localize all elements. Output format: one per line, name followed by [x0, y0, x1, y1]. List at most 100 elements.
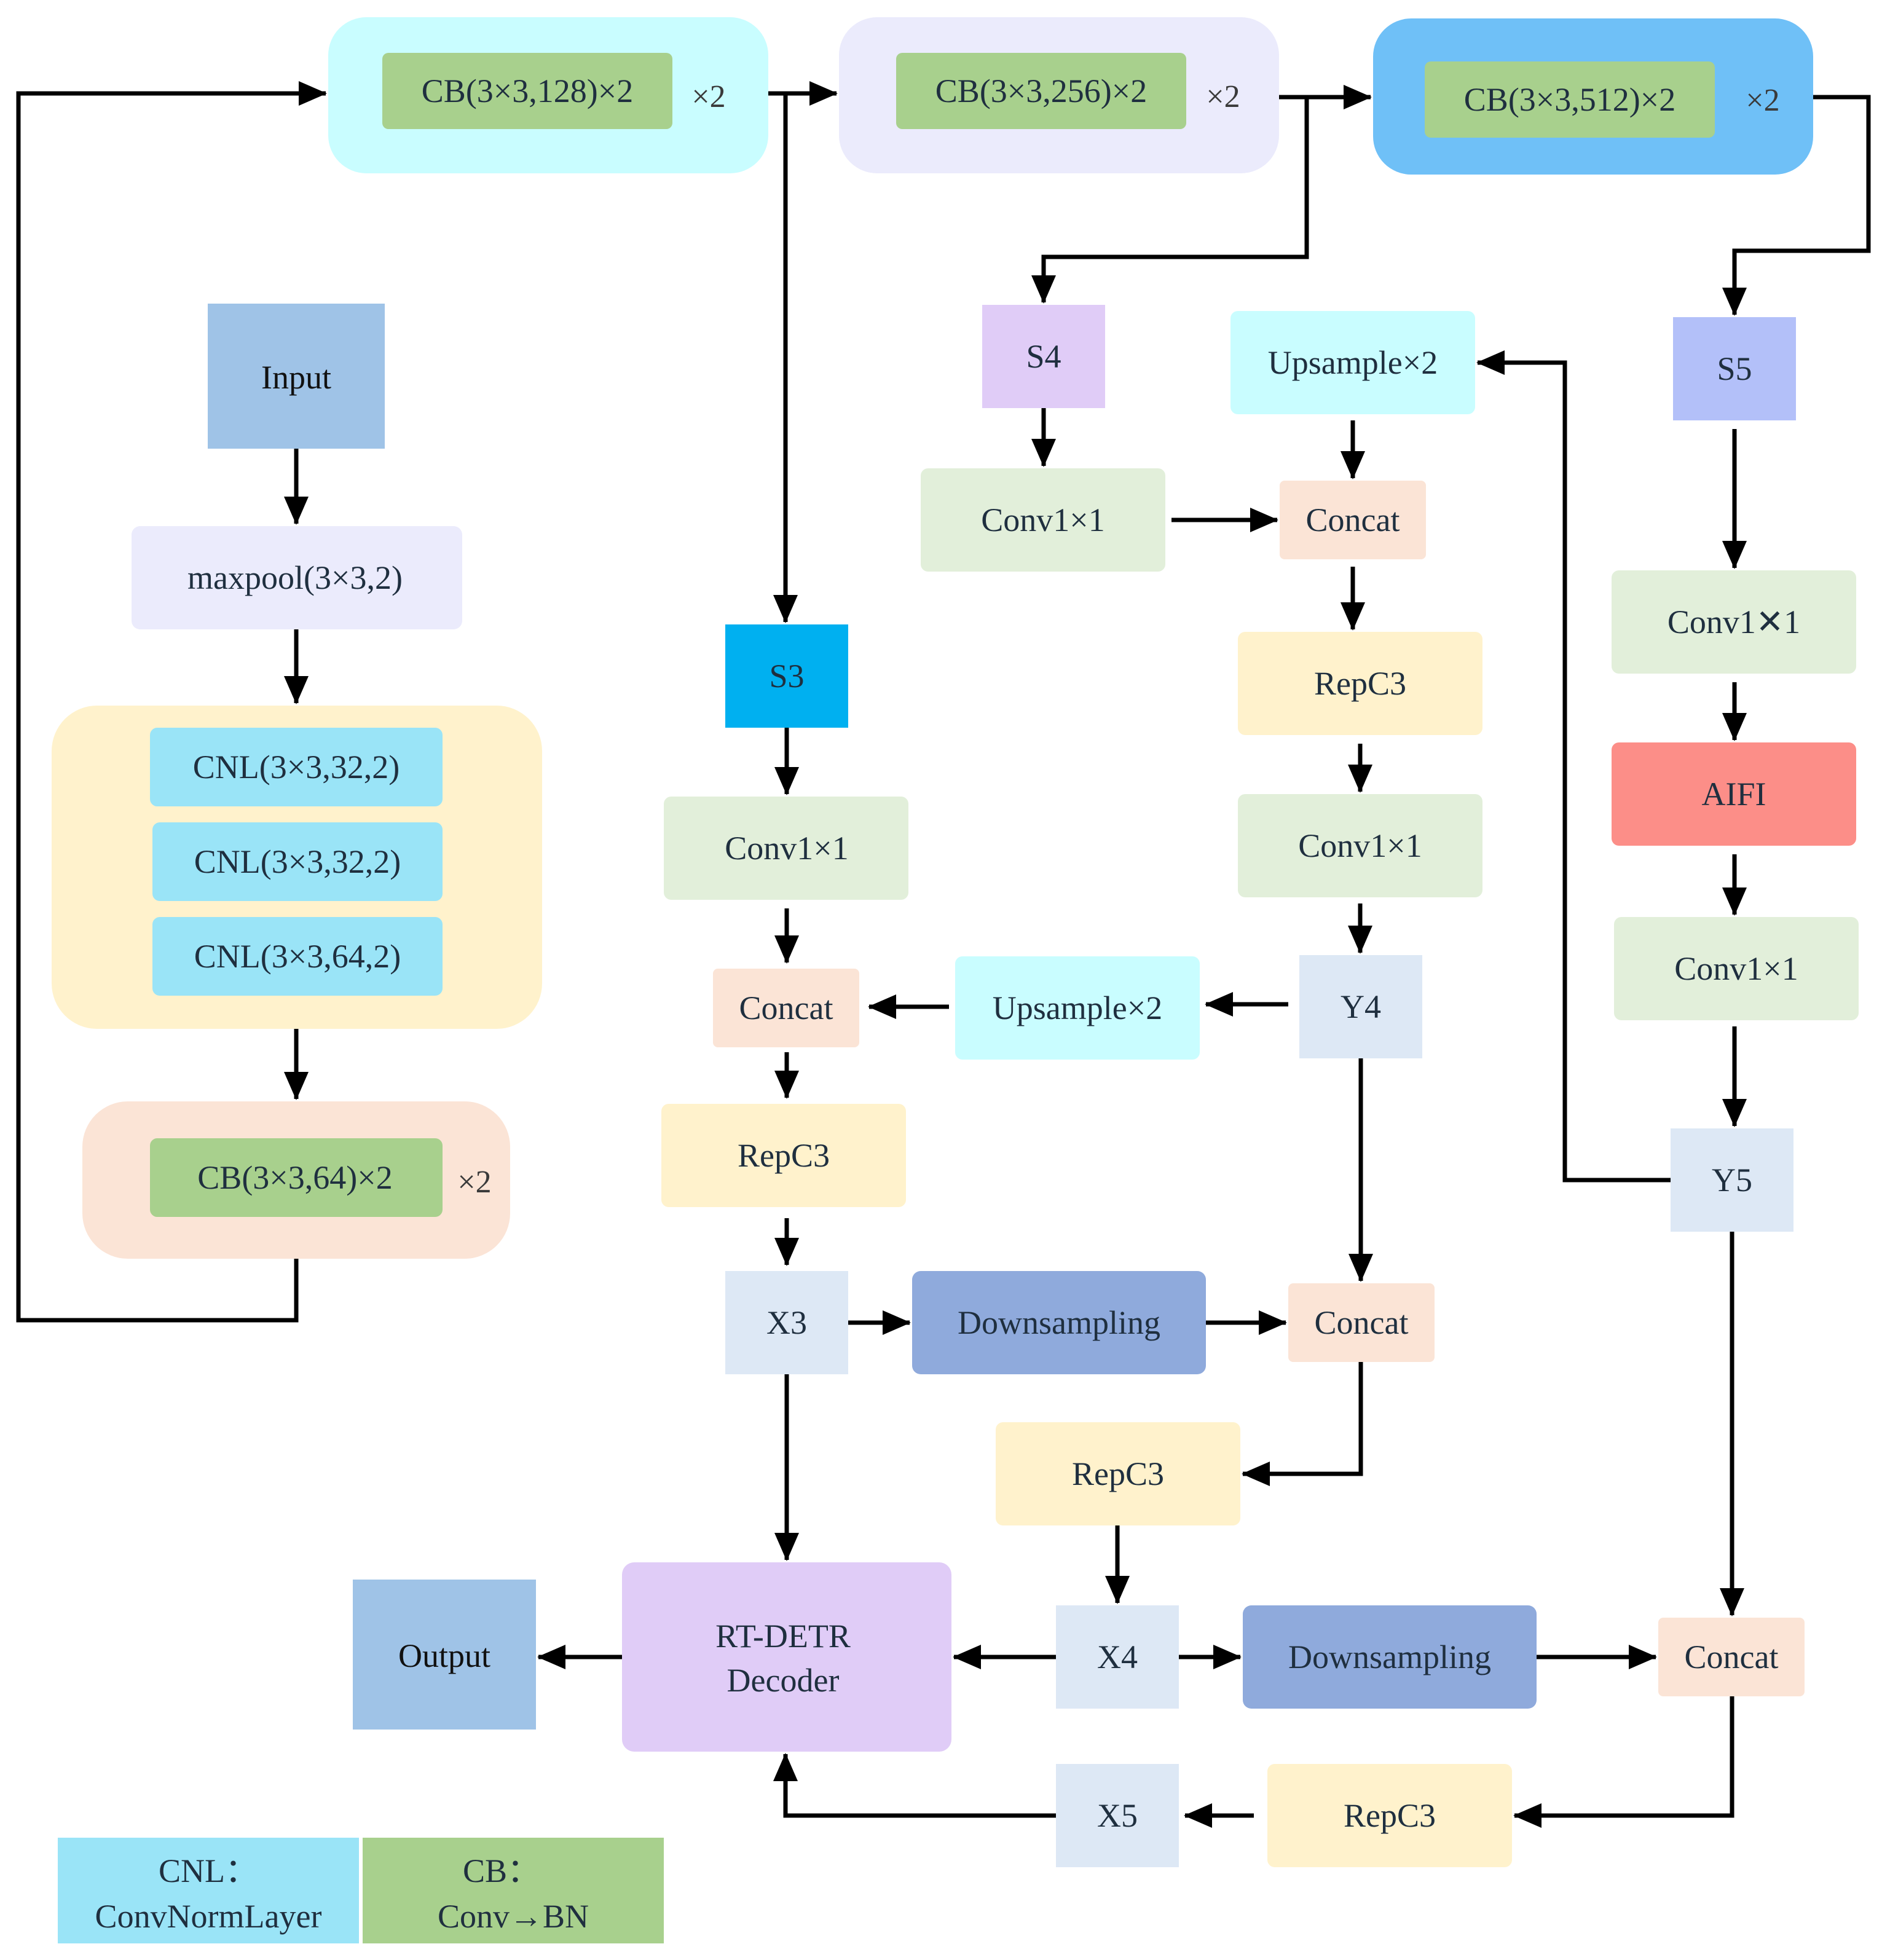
arrow-x5-to-decoder [773, 1753, 1056, 1818]
backbone-stage-256: CB(3×3,256)×2 ×2 [839, 17, 1279, 173]
cnl-3-label: CNL(3×3,64,2) [194, 938, 401, 975]
aifi-node: AIFI [1612, 742, 1856, 846]
cb-512-label: CB(3×3,512)×2 [1464, 81, 1675, 118]
s3-conv-label: Conv1×1 [725, 830, 848, 867]
concat-top-node: Concat [1280, 481, 1426, 559]
y5-label: Y5 [1712, 1162, 1752, 1198]
concat-right-label: Concat [1685, 1639, 1779, 1675]
backbone-stage-64: CB(3×3,64)×2 ×2 [82, 1101, 510, 1259]
cb-64-block [150, 1138, 443, 1217]
cb-256-block [896, 53, 1186, 129]
cb-64-label: CB(3×3,64)×2 [197, 1159, 392, 1196]
arrow-stage512-to-s5 [1722, 95, 1871, 316]
aifi-conv-node: Conv1×1 [1614, 917, 1859, 1020]
cnl-block-3 [152, 917, 443, 996]
repc3-top-node: RepC3 [1238, 632, 1482, 735]
legend: CNL： ConvNormLayer CB： Conv→BN [58, 1838, 664, 1943]
maxpool-label: maxpool(3×3,2) [187, 559, 403, 596]
cb-128-block [382, 53, 672, 129]
input-node: Input [208, 304, 385, 449]
legend-cnl-swatch [58, 1838, 359, 1943]
concat-mid-node: Concat [1288, 1283, 1435, 1362]
repc3-mid-node: RepC3 [996, 1422, 1240, 1525]
concat-mid-label: Concat [1315, 1304, 1409, 1341]
output-node: Output [353, 1580, 536, 1730]
legend-cnl-definition: ConvNormLayer [95, 1898, 322, 1935]
arrow-stage64-to-stage128 [16, 81, 327, 1323]
decoder-label-line-2: Decoder [727, 1662, 840, 1699]
s4-conv-label: Conv1×1 [981, 502, 1104, 538]
aifi-conv-label: Conv1×1 [1674, 950, 1798, 987]
repc3-bottom-label: RepC3 [1344, 1797, 1436, 1834]
aifi-label: AIFI [1702, 776, 1766, 813]
repc3-bottom-node: RepC3 [1267, 1764, 1512, 1867]
concat-right-node: Concat [1658, 1618, 1805, 1696]
repc3-left-label: RepC3 [738, 1137, 830, 1174]
s3-conv-node: Conv1×1 [664, 797, 908, 900]
s5-conv-label: Conv1✕1 [1667, 604, 1800, 640]
x3-label: X3 [766, 1304, 807, 1341]
concat-left-node: Concat [713, 969, 859, 1047]
x3-node: X3 [725, 1271, 848, 1374]
s4-node: S4 [982, 305, 1105, 408]
y4-node: Y4 [1299, 955, 1422, 1058]
cb-512-block [1425, 61, 1715, 138]
downsampling-2-label: Downsampling [1288, 1639, 1491, 1675]
decoder-label-line-1: RT-DETR [715, 1618, 851, 1655]
x5-node: X5 [1056, 1764, 1179, 1867]
stage-64-repeat-label: ×2 [457, 1165, 491, 1200]
repc3-mid-label: RepC3 [1072, 1455, 1164, 1492]
s5-conv-node: Conv1✕1 [1612, 570, 1856, 674]
legend-cb-swatch [363, 1838, 664, 1943]
upsample-top-label: Upsample×2 [1268, 344, 1438, 381]
s5-node: S5 [1673, 317, 1796, 420]
repc3-top-label: RepC3 [1314, 665, 1406, 702]
x5-label: X5 [1097, 1797, 1138, 1834]
cb-256-label: CB(3×3,256)×2 [935, 73, 1147, 109]
upsample-mid-node: Upsample×2 [955, 956, 1200, 1060]
y4-label: Y4 [1341, 988, 1381, 1025]
x4-node: X4 [1056, 1605, 1179, 1709]
s4-label: S4 [1026, 338, 1061, 375]
s4-conv-node: Conv1×1 [921, 468, 1165, 572]
backbone-stage-512: CB(3×3,512)×2 ×2 [1373, 18, 1813, 175]
downsampling-2-node: Downsampling [1243, 1605, 1537, 1709]
cnl-block-2 [152, 822, 443, 901]
repc3-left-node: RepC3 [661, 1104, 906, 1207]
output-label: Output [398, 1637, 490, 1674]
y5-node: Y5 [1671, 1128, 1793, 1232]
upsample-mid-label: Upsample×2 [993, 990, 1162, 1026]
maxpool-node: maxpool(3×3,2) [132, 526, 462, 629]
legend-cb-term: CB： [463, 1852, 540, 1889]
concat-top-label: Concat [1306, 502, 1400, 538]
arrow-concat-mid-to-repc3 [1242, 1362, 1363, 1486]
s3-label: S3 [769, 658, 804, 695]
legend-cb-definition: Conv→BN [438, 1898, 589, 1935]
stem-block: CNL(3×3,32,2) CNL(3×3,32,2) CNL(3×3,64,2… [52, 706, 542, 1029]
cnl-1-label: CNL(3×3,32,2) [193, 749, 400, 785]
s3-node: S3 [725, 624, 848, 728]
s5-label: S5 [1717, 350, 1752, 387]
concat-left-label: Concat [739, 990, 833, 1026]
conv-mid-node: Conv1×1 [1238, 794, 1482, 897]
arrow-concat-right-to-repc3 [1513, 1696, 1734, 1828]
x4-label: X4 [1097, 1639, 1138, 1675]
conv-mid-label: Conv1×1 [1298, 827, 1422, 864]
downsampling-1-node: Downsampling [912, 1271, 1206, 1374]
downsampling-1-label: Downsampling [958, 1304, 1160, 1341]
cnl-block-1 [150, 728, 443, 806]
connectors [16, 81, 1871, 1828]
upsample-top-node: Upsample×2 [1230, 311, 1475, 414]
rt-detr-decoder-node: RT-DETR Decoder [622, 1562, 951, 1752]
stage-256-repeat-label: ×2 [1206, 79, 1240, 114]
stage-512-repeat-label: ×2 [1746, 83, 1779, 118]
arrow-y5-to-upsample-top [1476, 350, 1671, 1183]
stage-128-repeat-label: ×2 [691, 79, 725, 114]
backbone-stage-128: CB(3×3,128)×2 ×2 [328, 17, 768, 173]
cnl-2-label: CNL(3×3,32,2) [194, 843, 401, 880]
cb-128-label: CB(3×3,128)×2 [422, 73, 633, 109]
input-label: Input [261, 359, 331, 396]
legend-cnl-term: CNL： [159, 1852, 258, 1889]
arrow-stage256-to-s4 [1031, 97, 1309, 304]
